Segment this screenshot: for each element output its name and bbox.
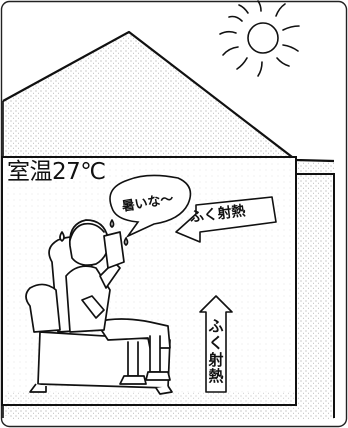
wall-radiation-arrow <box>175 196 277 243</box>
person <box>59 219 171 385</box>
sun-icon <box>219 0 300 77</box>
roof-line <box>2 30 335 163</box>
floor-radiation-arrow <box>199 295 233 393</box>
room-temperature-label: 室温27℃ <box>7 159 106 185</box>
floor <box>4 392 294 403</box>
speech-bubble <box>109 174 192 238</box>
floor-radiation-label: ふく射熱 <box>208 317 224 386</box>
